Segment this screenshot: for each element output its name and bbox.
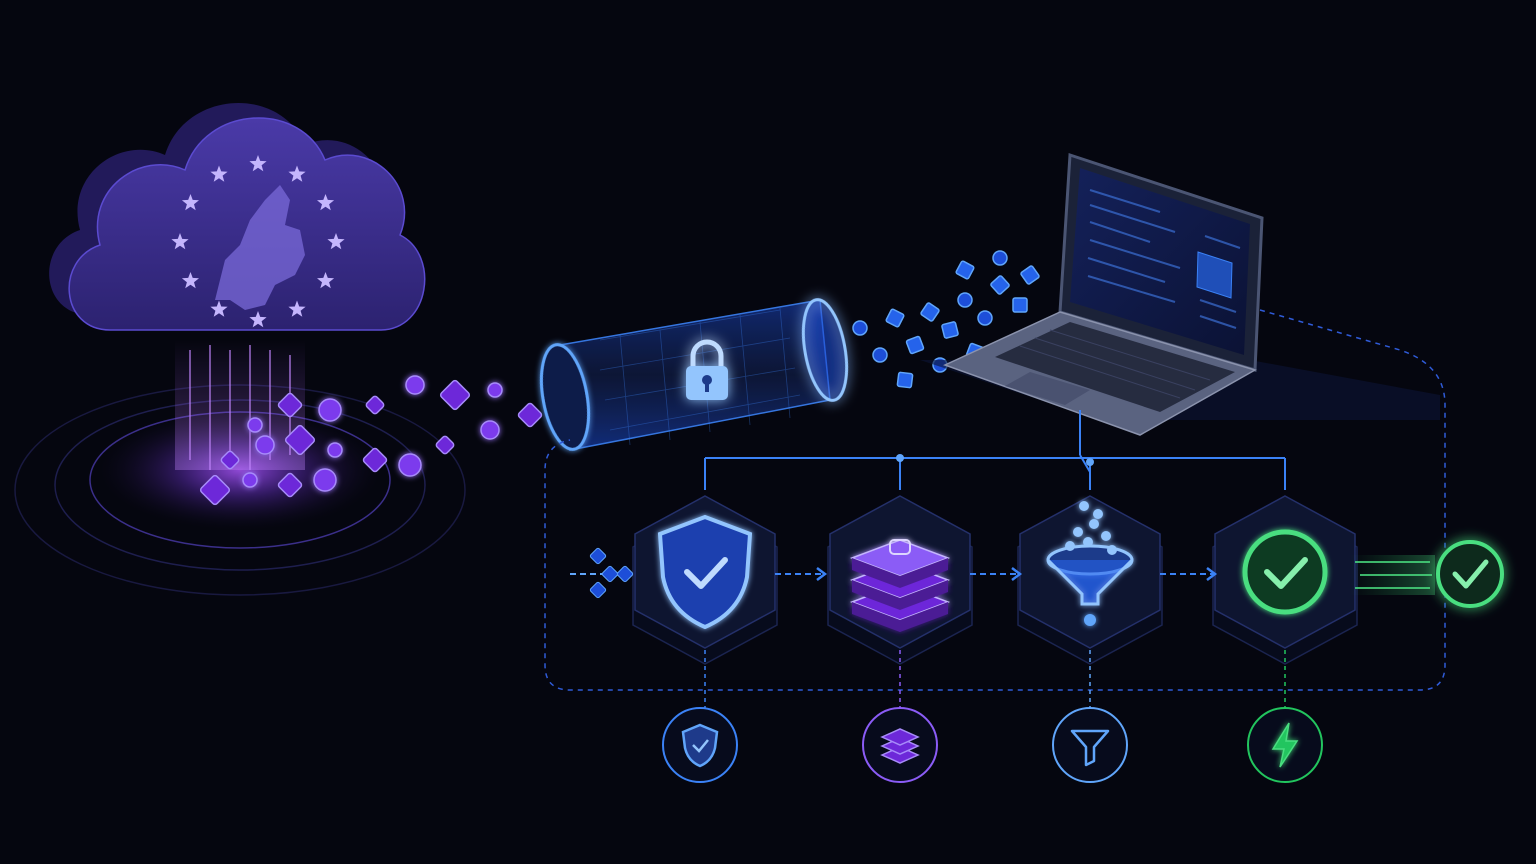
flow-arrows [570, 547, 1218, 599]
data-packet [941, 321, 959, 339]
data-packet [439, 379, 471, 411]
data-packet [277, 392, 303, 418]
encrypted-tunnel [539, 298, 849, 451]
tunnel-outlet [801, 298, 849, 402]
eu-cloud-icon [49, 102, 426, 331]
data-packet [601, 565, 619, 583]
data-packet [1020, 265, 1040, 285]
shield-check-icon [657, 514, 753, 630]
eu-star [317, 194, 335, 211]
check-circle-icon [1436, 540, 1504, 608]
eu-star [288, 165, 306, 182]
output-check [1350, 540, 1504, 608]
data-packet [480, 420, 500, 440]
data-packet [318, 398, 342, 422]
pipeline-stage [1017, 495, 1163, 665]
eu-star [181, 194, 199, 211]
data-packet [992, 250, 1008, 266]
data-packet [247, 417, 263, 433]
data-packet [242, 472, 258, 488]
eu-star [210, 165, 228, 182]
layers-icon [862, 707, 938, 783]
data-packet [589, 581, 607, 599]
data-packet [852, 320, 868, 336]
pipeline-frame [544, 309, 1446, 691]
data-packet [517, 402, 543, 428]
data-packet [362, 447, 388, 473]
europe-map-icon [215, 185, 305, 310]
data-packet [905, 335, 925, 355]
laptop-trackpad [1005, 372, 1090, 405]
data-packet [955, 260, 975, 280]
pipeline-stage [827, 495, 973, 665]
data-packet [896, 371, 914, 389]
data-packet [398, 453, 422, 477]
flow-arrow [970, 567, 1023, 581]
data-packet [220, 450, 240, 470]
eu-star [210, 300, 228, 317]
data-packet [616, 565, 634, 583]
eu-star [249, 311, 267, 328]
data-packet [255, 435, 275, 455]
shield-icon [662, 707, 738, 783]
pipeline-stages [632, 495, 1358, 665]
screen-widget [1196, 251, 1233, 299]
flow-arrow [1160, 567, 1218, 581]
eu-star [317, 272, 335, 289]
data-packet [872, 347, 888, 363]
data-packet [435, 435, 455, 455]
lightning-icon [1247, 707, 1323, 783]
padlock-icon [686, 339, 728, 400]
screen-code-lines [1087, 189, 1241, 329]
data-packet [487, 382, 503, 398]
check-circle-icon [1242, 529, 1328, 615]
filter-icon [1052, 707, 1128, 783]
data-packet [957, 292, 973, 308]
data-packet [277, 472, 303, 498]
source-cloud-group [14, 102, 466, 596]
pipeline-stage [632, 495, 778, 665]
eu-star [171, 233, 189, 250]
connector-lines [704, 410, 1286, 490]
eu-star [181, 272, 199, 289]
eu-stars [171, 155, 345, 328]
data-packet [977, 310, 993, 326]
data-packet [589, 547, 607, 565]
funnel-icon [1046, 501, 1134, 626]
data-packet [365, 395, 385, 415]
data-packet [1012, 297, 1028, 313]
eu-star [327, 233, 345, 250]
eu-star [249, 155, 267, 172]
pipeline-stage [1212, 495, 1358, 665]
data-packet [199, 474, 231, 506]
layers-stack-icon [849, 539, 951, 632]
data-packet [327, 442, 343, 458]
data-packet [284, 424, 316, 456]
flow-arrow [775, 567, 828, 581]
data-packet [405, 375, 425, 395]
tunnel-inlet [539, 343, 591, 451]
eu-star [288, 300, 306, 317]
data-packet [920, 302, 940, 322]
data-packet [990, 275, 1010, 295]
data-packet [313, 468, 337, 492]
data-packet [885, 308, 905, 328]
bottom-markers [662, 650, 1323, 783]
laptop-icon [920, 152, 1440, 436]
